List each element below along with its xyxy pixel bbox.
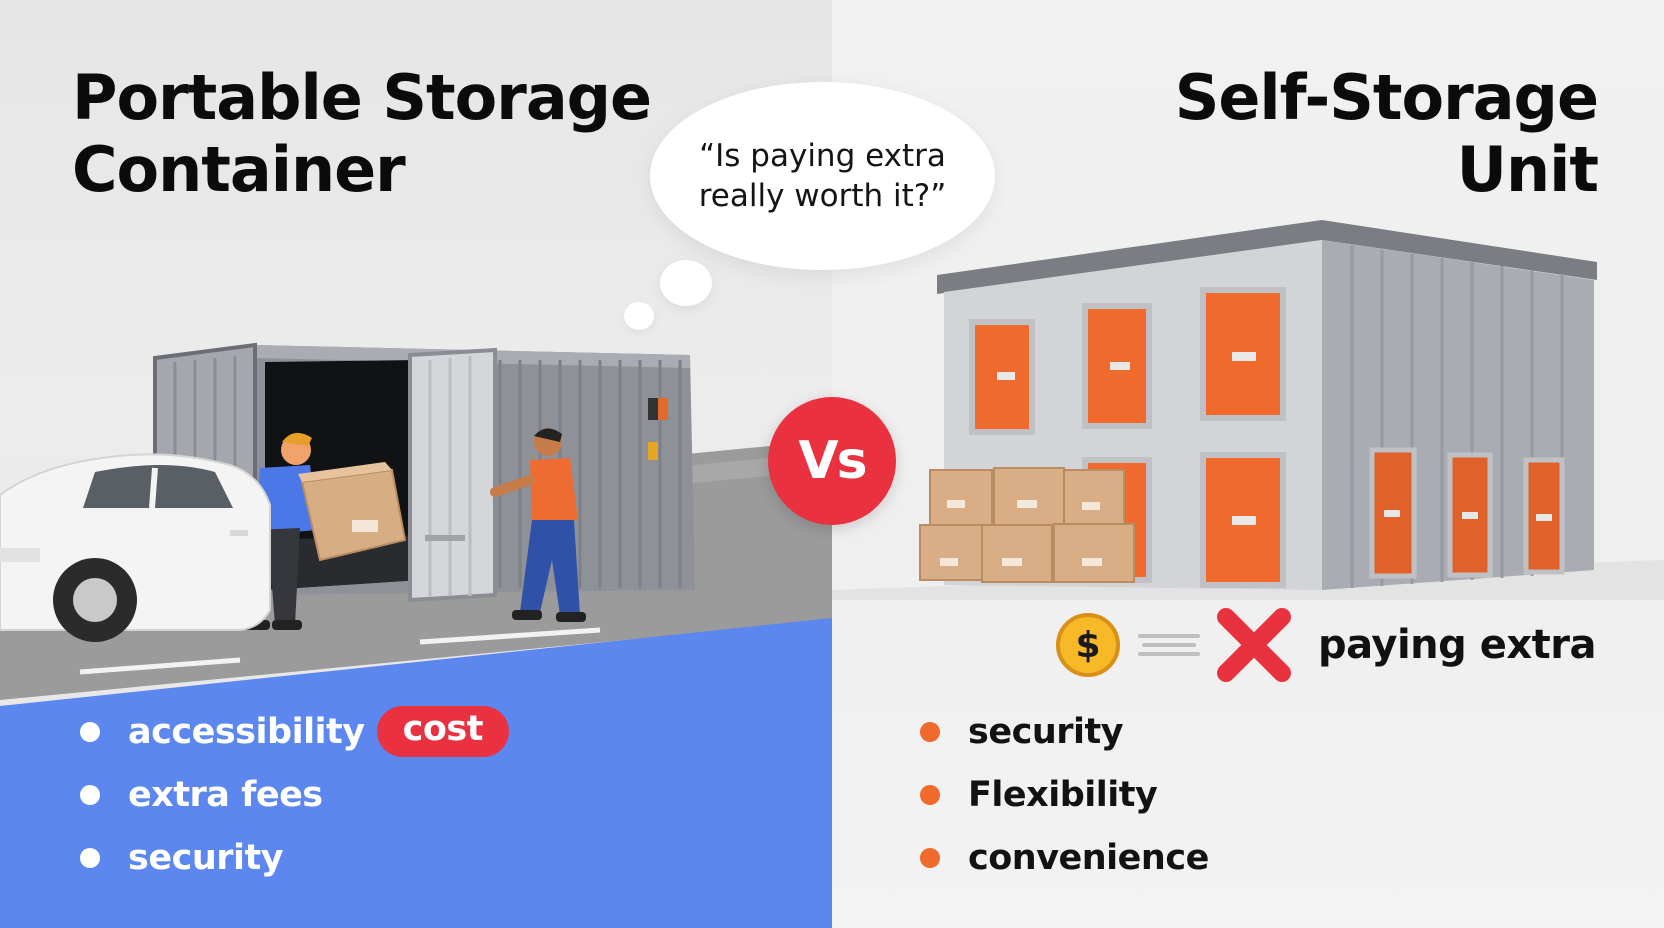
self-storage-title: Self-Storage Unit	[1174, 61, 1599, 206]
worker-orange-shirt	[490, 428, 586, 622]
thought-bubble-text: “Is paying extra really worth it?”	[698, 138, 947, 214]
bullet-icon	[80, 721, 100, 742]
list-item-label: Flexibility	[968, 774, 1158, 815]
paying-extra-label: paying extra	[1318, 622, 1596, 668]
list-item: Flexibility	[920, 763, 1209, 826]
list-item: accessibility cost	[80, 700, 509, 763]
stacked-boxes	[919, 467, 1135, 583]
cost-badge: cost	[376, 706, 509, 757]
list-item-label: extra fees	[128, 774, 323, 815]
bullet-icon	[920, 721, 940, 742]
bullet-icon	[80, 784, 100, 805]
list-item: convenience	[920, 826, 1209, 889]
dollar-coin-icon: $	[1056, 613, 1120, 677]
thought-bubble-dot	[660, 260, 712, 306]
equals-lines-icon	[1138, 629, 1200, 661]
cardboard-box	[298, 462, 407, 562]
list-item: security	[80, 826, 509, 889]
portable-storage-scene	[0, 342, 832, 928]
portable-storage-title: Portable Storage Container	[72, 61, 652, 206]
self-storage-building	[832, 220, 1664, 600]
bullet-icon	[80, 847, 100, 868]
list-item-label: security	[968, 711, 1124, 752]
thought-bubble-dot	[624, 302, 654, 330]
list-item: security	[920, 700, 1209, 763]
list-item: extra fees	[80, 763, 509, 826]
red-x-icon	[1217, 608, 1291, 682]
portable-storage-list: accessibility cost extra fees security	[80, 700, 509, 889]
thought-bubble: “Is paying extra really worth it?”	[650, 82, 995, 270]
self-storage-list: security Flexibility convenience	[920, 700, 1209, 889]
storage-doors	[969, 287, 1565, 588]
vs-badge: Vs	[768, 397, 896, 525]
list-item-label: convenience	[968, 837, 1209, 878]
bullet-icon	[920, 847, 940, 868]
bullet-icon	[920, 784, 940, 805]
list-item-label: accessibility	[128, 711, 365, 752]
white-car	[0, 453, 271, 642]
list-item-label: security	[128, 837, 284, 878]
cost-equation: $ paying extra	[1056, 600, 1596, 690]
